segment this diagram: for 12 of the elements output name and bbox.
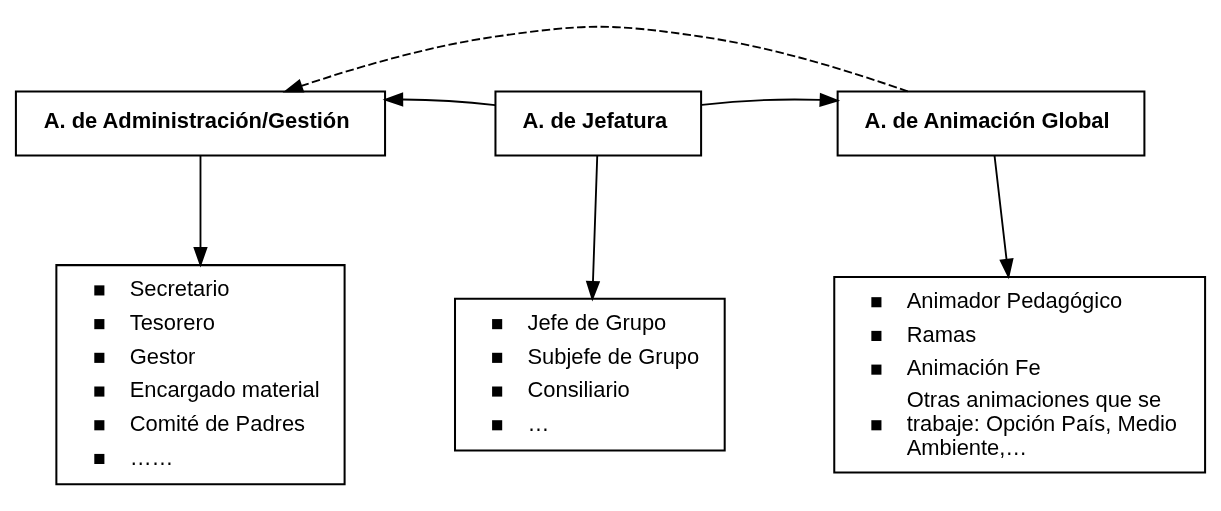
- arrow: [700, 92, 841, 108]
- arrow: [382, 92, 497, 107]
- arrow: [585, 154, 601, 302]
- arrow: [193, 154, 208, 268]
- node-box: Jefe de Grupo Subjefe de Grupo Consiliario …: [454, 297, 726, 452]
- node-box: A. de Jefatura: [494, 90, 703, 157]
- node-box: Secretario Tesorero Gestor Encargado material Comité de Padres ……: [55, 264, 346, 486]
- arrow: [282, 25, 909, 93]
- arrow: [993, 154, 1014, 280]
- node-box: A. de Animación Global: [836, 90, 1146, 157]
- node-box: Animador Pedagógico Ramas Animación Fe Otras animaciones que se trabaje: Opción País, Medio Ambiente,…: [833, 275, 1207, 474]
- node-box: A. de Administración/Gestión: [14, 90, 387, 157]
